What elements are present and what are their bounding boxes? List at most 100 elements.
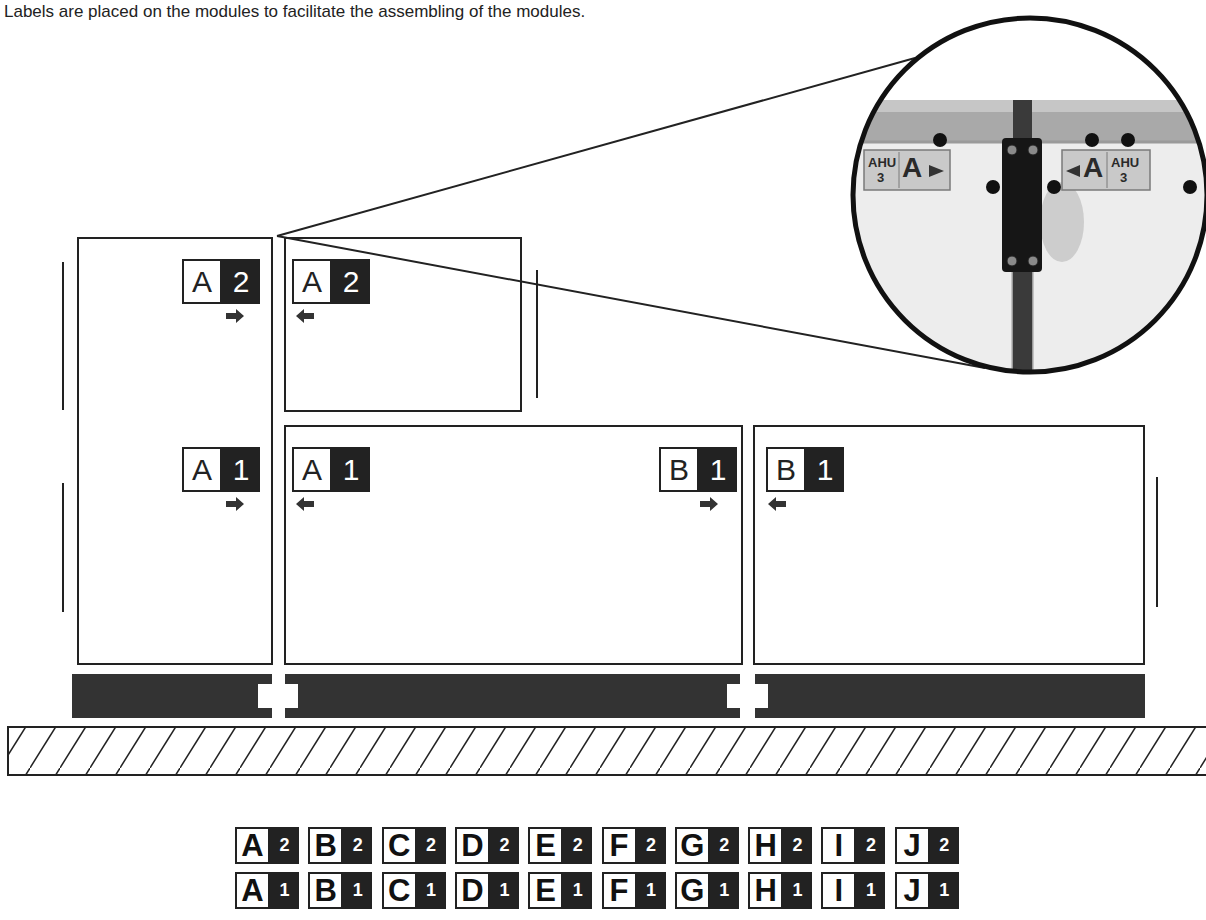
label-number: 1 xyxy=(806,447,844,492)
sample-label-letter: J xyxy=(895,872,930,909)
module-box: A2 xyxy=(284,237,522,412)
sample-label-letter: G xyxy=(675,872,710,909)
sample-label-letter: C xyxy=(382,827,417,864)
photo-label-text: AHU xyxy=(1111,155,1139,170)
label-letter: A xyxy=(182,259,222,304)
callout-lens-rim xyxy=(853,18,1206,372)
photo-shadow xyxy=(1040,182,1084,262)
base-beam xyxy=(285,674,740,718)
arrow-right xyxy=(700,497,718,511)
base-beam xyxy=(72,674,272,718)
photo-label-text: A xyxy=(902,152,922,184)
sample-label-number: 2 xyxy=(783,827,812,864)
photo-sticker xyxy=(864,150,950,190)
direction-arrows xyxy=(226,309,786,511)
joint-bracket xyxy=(1002,138,1042,272)
sample-label-number: 2 xyxy=(490,827,519,864)
sample-label-letter: D xyxy=(455,872,490,909)
sample-label-number: 1 xyxy=(563,872,592,909)
base-beam xyxy=(755,674,1145,718)
sample-label-letter: F xyxy=(602,827,637,864)
arrow-right xyxy=(226,497,244,511)
arrow-left xyxy=(296,497,314,511)
sample-label-number: 2 xyxy=(270,827,299,864)
photo-label-text: 3 xyxy=(1120,170,1127,185)
module-box: A2A1 xyxy=(77,237,273,665)
sample-label-number: 2 xyxy=(343,827,372,864)
sample-label-number: 2 xyxy=(856,827,885,864)
bracket-bolt xyxy=(1028,256,1038,266)
bracket-bolt xyxy=(1007,145,1017,155)
sample-label-number: 2 xyxy=(710,827,739,864)
sample-label-number: 1 xyxy=(710,872,739,909)
photo-label-text: 3 xyxy=(877,170,884,185)
label-letter: B xyxy=(659,447,699,492)
panel-bolt xyxy=(1047,180,1061,194)
label-letter: A xyxy=(292,447,332,492)
sample-label-letter: H xyxy=(748,872,783,909)
sample-label-letter: E xyxy=(528,827,563,864)
arrow-left xyxy=(768,497,786,511)
module-box: A1B1 xyxy=(284,425,743,665)
leader-line xyxy=(277,58,915,236)
sample-label-letter: C xyxy=(382,872,417,909)
sample-label-number: 1 xyxy=(343,872,372,909)
sticker-divider xyxy=(899,152,900,188)
base-frames xyxy=(72,674,1145,718)
sample-label-number: 1 xyxy=(490,872,519,909)
panel-bolt xyxy=(1183,180,1197,194)
sample-label-letter: F xyxy=(602,872,637,909)
sample-label-letter: E xyxy=(528,872,563,909)
sample-label-letter: D xyxy=(455,827,490,864)
label-letter: A xyxy=(292,259,332,304)
arrow-left xyxy=(296,309,314,323)
module-label: A1 xyxy=(292,447,370,492)
photo-panel-edge xyxy=(845,142,1013,382)
sample-label-letter: J xyxy=(895,827,930,864)
sticker-divider xyxy=(1107,152,1108,188)
arrow-right xyxy=(226,309,244,323)
label-letter: B xyxy=(766,447,806,492)
side-mark xyxy=(536,270,538,398)
sample-label-number: 1 xyxy=(930,872,959,909)
ground-hatch xyxy=(8,727,1206,775)
module-label: A2 xyxy=(292,259,370,304)
side-mark xyxy=(62,483,64,612)
module-box: B1 xyxy=(753,425,1145,665)
photo-panel xyxy=(845,142,1013,382)
sample-label-letter: A xyxy=(235,827,270,864)
sample-label-number: 1 xyxy=(270,872,299,909)
sticker-arrow xyxy=(929,165,944,177)
module-label: B1 xyxy=(766,447,844,492)
sticker-arrow xyxy=(1066,165,1080,177)
bracket-bolt xyxy=(1007,256,1017,266)
sample-label-letter: A xyxy=(235,872,270,909)
sample-label-letter: I xyxy=(821,827,856,864)
sample-label-number: 2 xyxy=(930,827,959,864)
sample-label-letter: G xyxy=(675,827,710,864)
sample-label-number: 2 xyxy=(563,827,592,864)
module-label: B1 xyxy=(659,447,737,492)
bracket-bolt xyxy=(1028,145,1038,155)
side-mark xyxy=(1156,477,1158,607)
panel-bolt xyxy=(986,180,1000,194)
module-label: A2 xyxy=(182,259,260,304)
label-number: 2 xyxy=(332,259,370,304)
sample-label-letter: I xyxy=(821,872,856,909)
heading-text: Labels are placed on the modules to faci… xyxy=(4,2,585,22)
photo-label-text: A xyxy=(1083,152,1103,184)
sample-label-number: 2 xyxy=(637,827,666,864)
sample-label-number: 1 xyxy=(637,872,666,909)
sample-label-number: 1 xyxy=(856,872,885,909)
label-number: 2 xyxy=(222,259,260,304)
sample-label-letter: B xyxy=(308,827,343,864)
sample-label-letter: H xyxy=(748,827,783,864)
panel-bolt xyxy=(933,133,947,147)
sample-label-number: 1 xyxy=(417,872,446,909)
label-letter: A xyxy=(182,447,222,492)
label-number: 1 xyxy=(222,447,260,492)
panel-bolt xyxy=(1121,133,1135,147)
label-number: 1 xyxy=(332,447,370,492)
